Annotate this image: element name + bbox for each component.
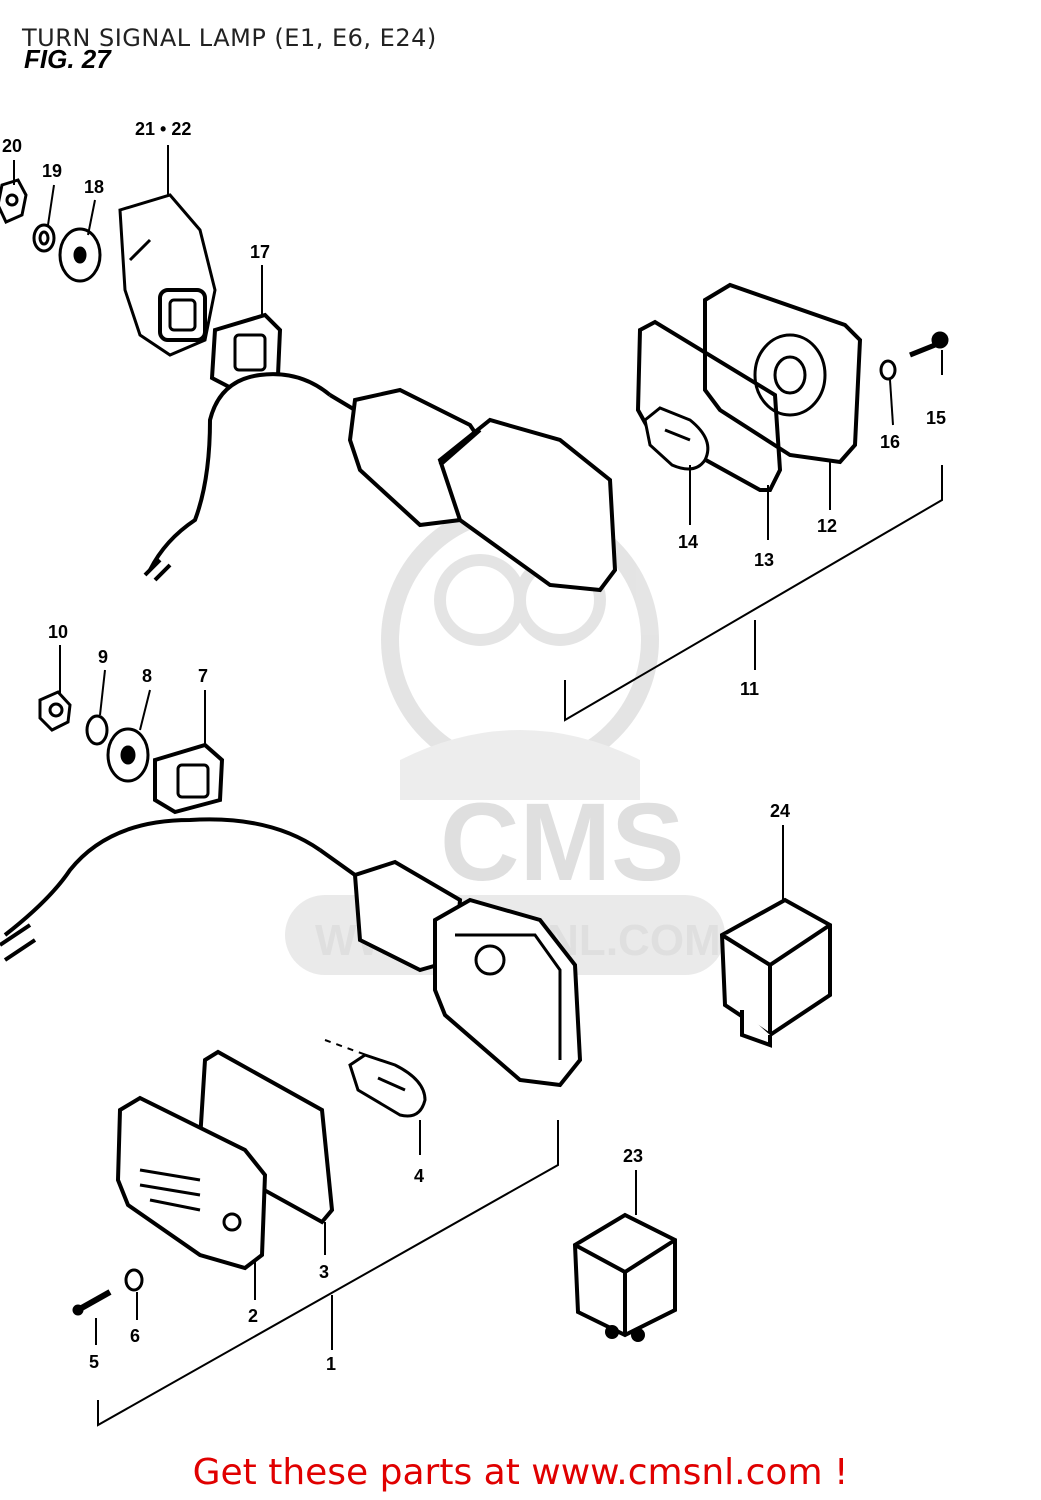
callout-6: 6 xyxy=(130,1326,140,1346)
callout-4: 4 xyxy=(414,1166,424,1186)
callout-7: 7 xyxy=(198,666,208,686)
callout-24: 24 xyxy=(770,801,790,821)
grommet-7 xyxy=(153,742,225,815)
lens-2 xyxy=(115,1095,268,1271)
bulb-4 xyxy=(348,1053,427,1118)
footer-link[interactable]: Get these parts at www.cmsnl.com ! xyxy=(192,1452,849,1493)
page-title: TURN SIGNAL LAMP (E1, E6, E24) xyxy=(22,24,437,52)
washer-9 xyxy=(85,714,109,746)
callout-20: 20 xyxy=(2,136,22,156)
screw-5 xyxy=(72,1289,112,1316)
leader-lines xyxy=(13,145,943,1427)
watermark-logo: CMS WWW.CMSNL.COM xyxy=(285,501,725,975)
washer-6 xyxy=(124,1268,144,1292)
bulb-14 xyxy=(643,406,710,471)
relay-24 xyxy=(719,897,832,1048)
nut-20 xyxy=(0,178,28,224)
callout-12: 12 xyxy=(817,516,837,536)
washer-19 xyxy=(32,223,56,253)
callout-23: 23 xyxy=(623,1146,643,1166)
bracket-21-22 xyxy=(118,193,217,357)
callouts: 20 19 18 21 • 22 17 15 16 12 13 14 11 10… xyxy=(2,119,946,1374)
callout-1: 1 xyxy=(326,1354,336,1374)
grommet-17 xyxy=(209,312,283,393)
callout-21-22: 21 • 22 xyxy=(135,119,191,139)
callout-17: 17 xyxy=(250,242,270,262)
lens-12 xyxy=(703,282,863,465)
callout-19: 19 xyxy=(42,161,62,181)
callout-13: 13 xyxy=(754,550,774,570)
relay-23 xyxy=(572,1212,677,1342)
upper-turn-signal-lamp xyxy=(143,372,618,593)
callout-18: 18 xyxy=(84,177,104,197)
nut-10 xyxy=(38,690,72,732)
callout-9: 9 xyxy=(98,647,108,667)
callout-8: 8 xyxy=(142,666,152,686)
washer-18 xyxy=(58,227,102,283)
lower-turn-signal-lamp xyxy=(0,817,583,1088)
gasket-13 xyxy=(635,319,783,492)
figure-label: FIG. 27 xyxy=(24,44,111,74)
callout-5: 5 xyxy=(89,1352,99,1372)
watermark-brand: CMS xyxy=(440,781,684,904)
screw-15 xyxy=(909,331,949,358)
callout-10: 10 xyxy=(48,622,68,642)
washer-16 xyxy=(879,359,897,381)
callout-3: 3 xyxy=(319,1262,329,1282)
callout-15: 15 xyxy=(926,408,946,428)
washer-8 xyxy=(106,727,150,783)
callout-2: 2 xyxy=(248,1306,258,1326)
callout-16: 16 xyxy=(880,432,900,452)
callout-14: 14 xyxy=(678,532,698,552)
callout-11: 11 xyxy=(740,679,759,699)
